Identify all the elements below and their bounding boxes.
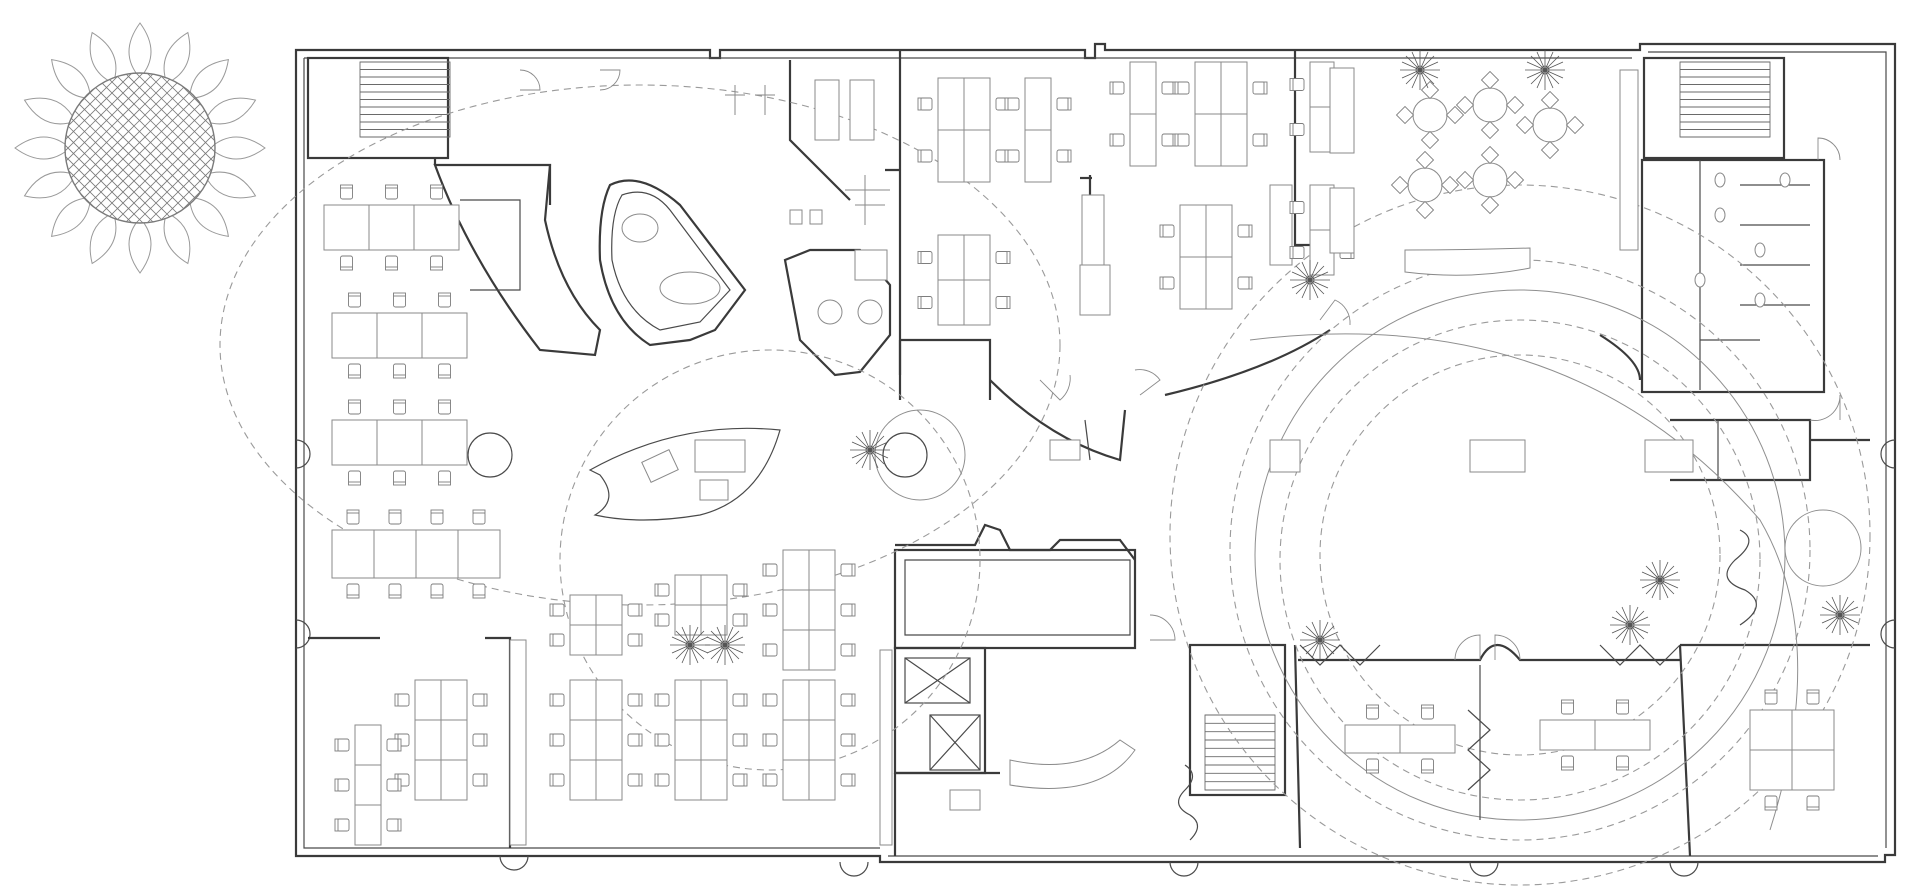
- sunflower-icon: [14, 22, 266, 274]
- stair-icon: [359, 61, 451, 138]
- round-tables: [1329, 67, 1585, 254]
- desk-clusters: [323, 61, 1835, 846]
- screens: [1178, 529, 1757, 841]
- reception-desk: [949, 739, 1136, 811]
- toilet-icon: [1694, 172, 1791, 308]
- stair-icon: [1679, 61, 1771, 138]
- stair-icon: [1204, 714, 1276, 791]
- elevator-icon: [904, 657, 981, 771]
- furniture-center: [1049, 247, 1694, 473]
- interior-walls: [306, 50, 1870, 857]
- lounge-pod: [588, 427, 781, 521]
- building-shell: [294, 42, 1897, 877]
- doors: [519, 69, 1841, 661]
- fitness-equipment: [725, 79, 890, 325]
